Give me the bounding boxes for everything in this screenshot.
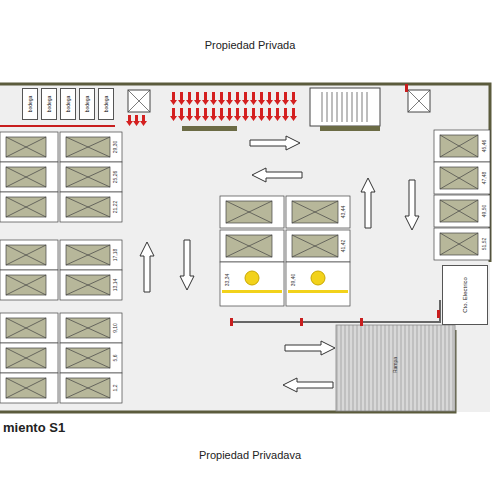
room-label: bodega	[66, 96, 71, 113]
storage-room: bodega	[41, 88, 57, 120]
space-number: 43,44	[341, 206, 346, 219]
space-number: 5,6	[113, 355, 118, 362]
space-number: 47,48	[482, 172, 487, 185]
ramp-label: Rampa	[393, 357, 398, 373]
property-label: Propiedad Privada	[205, 40, 296, 51]
space-number: 9,10	[113, 323, 118, 333]
storage-room: bodega	[98, 88, 114, 120]
space-number: 33,34	[225, 274, 230, 287]
space-number: 17,18	[113, 249, 118, 262]
room-label: Cto. Electrico	[462, 277, 468, 313]
space-number: 39,40	[291, 274, 296, 287]
electrical-room: Cto. Electrico	[442, 265, 488, 325]
space-number: 45,46	[482, 140, 487, 153]
space-number: 29,30	[113, 141, 118, 154]
space-number: 51,52	[482, 238, 487, 251]
space-number: 49,50	[482, 205, 487, 218]
space-number: 21,22	[113, 201, 118, 214]
space-number: 1,2	[113, 385, 118, 392]
room-label: bodega	[104, 96, 109, 113]
room-label: bodega	[28, 96, 33, 113]
space-number: 13,14	[113, 279, 118, 292]
plan-title: miento S1	[3, 421, 65, 434]
space-number: 25,26	[113, 171, 118, 184]
property-label: Propiedad Privadava	[199, 450, 301, 461]
space-number: 41,42	[341, 240, 346, 253]
storage-room: bodega	[22, 88, 38, 120]
storage-room: bodega	[79, 88, 95, 120]
room-label: bodega	[47, 96, 52, 113]
storage-room: bodega	[60, 88, 76, 120]
room-label: bodega	[85, 96, 90, 113]
